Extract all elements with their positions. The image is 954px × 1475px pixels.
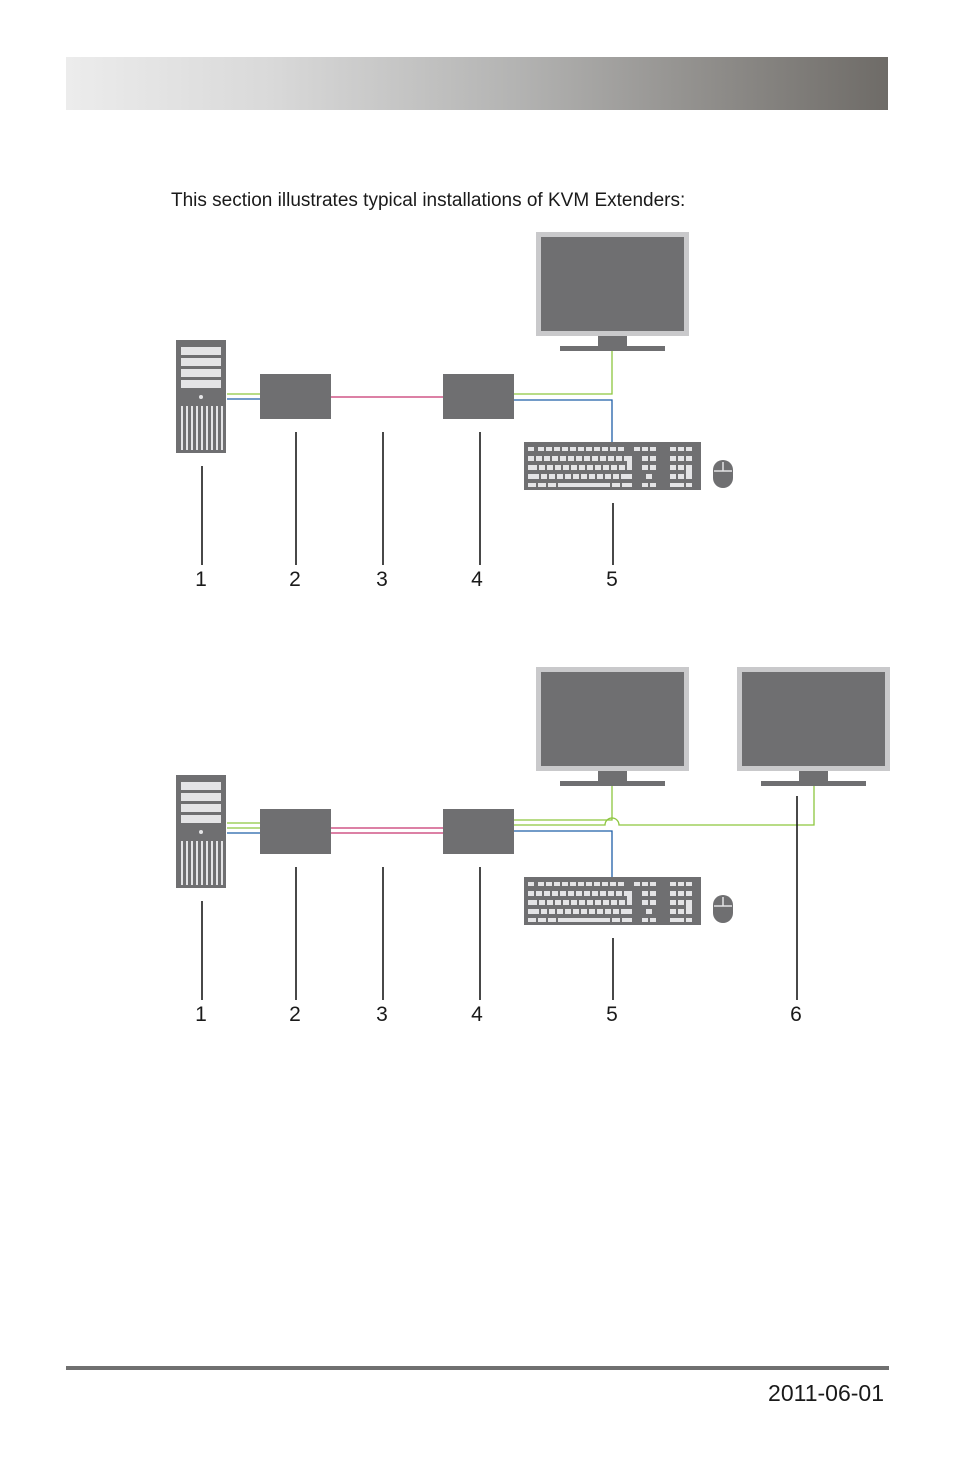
callout-4: 4	[471, 1003, 483, 1026]
header-band	[66, 57, 888, 110]
computer-icon	[176, 340, 226, 453]
monitor-icon-1	[536, 667, 689, 786]
usb-cable-remote	[514, 830, 613, 877]
monitor-icon-2	[737, 667, 890, 786]
callout-3: 3	[376, 568, 388, 591]
intro-text: This section illustrates typical install…	[171, 190, 686, 211]
usb-cable-remote	[514, 399, 613, 442]
diagram-single-monitor: 1 2 3 4 5	[176, 232, 734, 591]
monitor-icon	[536, 232, 689, 351]
local-unit	[260, 374, 331, 419]
footer-date: 2011-06-01	[768, 1380, 884, 1406]
keyboard-icon	[524, 442, 701, 490]
callout-5: 5	[606, 1003, 618, 1026]
callout-4: 4	[471, 568, 483, 591]
mouse-icon	[712, 459, 734, 489]
callout-5: 5	[606, 568, 618, 591]
local-unit	[260, 809, 331, 854]
callout-2: 2	[289, 1003, 301, 1026]
diagram-dual-monitor: 1 2 3 4 5 6	[176, 667, 890, 1026]
video-cable-remote-1	[514, 785, 613, 821]
remote-unit	[443, 809, 514, 854]
callout-6: 6	[790, 1003, 802, 1026]
leader-lines	[201, 796, 798, 1000]
video-cable-remote	[514, 347, 613, 395]
computer-icon	[176, 775, 226, 888]
leader-lines	[201, 432, 614, 565]
callout-1: 1	[195, 568, 207, 591]
keyboard-icon	[524, 877, 701, 925]
remote-unit	[443, 374, 514, 419]
callout-2: 2	[289, 568, 301, 591]
video-cable-remote-2	[514, 785, 815, 826]
mouse-icon	[712, 894, 734, 924]
callout-1: 1	[195, 1003, 207, 1026]
footer-rule	[66, 1366, 889, 1370]
callout-3: 3	[376, 1003, 388, 1026]
